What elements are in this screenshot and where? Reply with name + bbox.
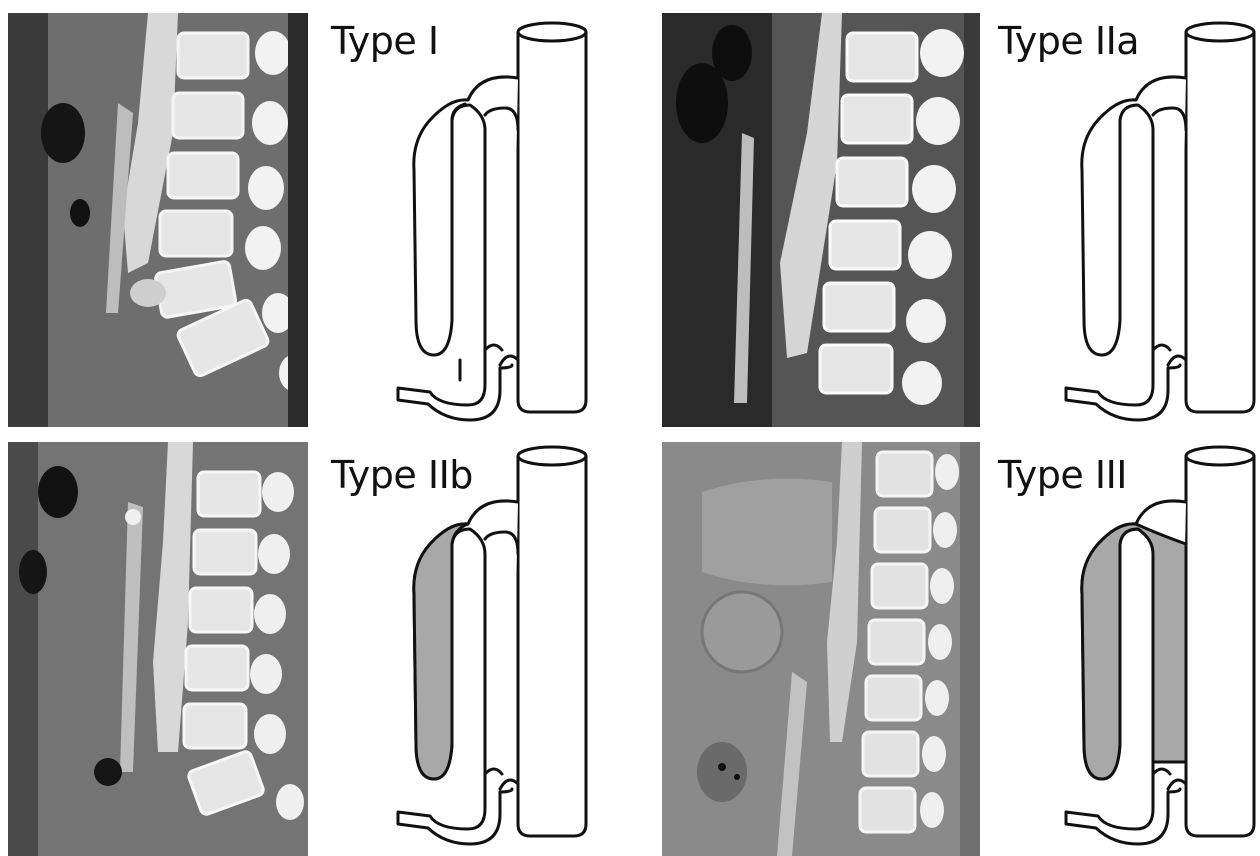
ct-scan-sagittal-3: [662, 442, 980, 856]
vascular-diagram-type-1: [390, 20, 630, 430]
ct-scan-sagittal-1: [8, 13, 308, 427]
cyst-shaded-region-full: [1082, 524, 1186, 779]
ct-scan-sagittal-2a: [662, 13, 980, 427]
vascular-diagram-type-3: [1058, 444, 1260, 854]
vascular-diagram-type-2b: [390, 444, 630, 854]
vascular-diagram-type-2a: [1058, 20, 1260, 430]
ct-image-type-3: [662, 442, 980, 856]
ct-scan-sagittal-2b: [8, 442, 308, 856]
cyst-shaded-region: [414, 524, 468, 779]
ct-image-type-2a: [662, 13, 980, 427]
ct-image-type-2b: [8, 442, 308, 856]
ct-image-type-1: [8, 13, 308, 427]
